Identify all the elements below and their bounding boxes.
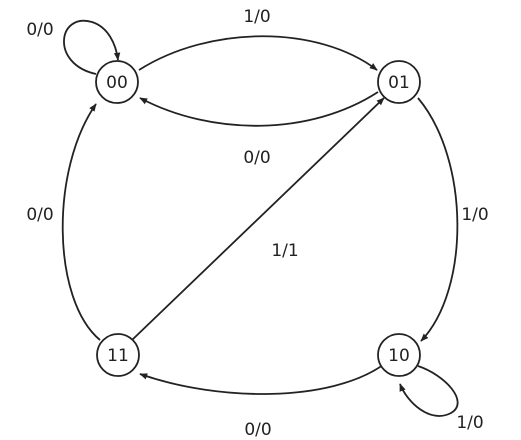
edge-10-to-11 (139, 364, 384, 395)
state-00-circle (95, 60, 139, 104)
edge-10-self-loop (399, 365, 459, 417)
state-10-circle (377, 333, 421, 377)
edge-01-to-00-label: 0/0 (243, 148, 270, 168)
edge-01-to-10 (417, 97, 459, 342)
state-00-label: 00 (106, 73, 128, 93)
state-11-circle (96, 333, 140, 377)
edge-00-to-01 (138, 35, 378, 71)
state-00: 00 (95, 60, 139, 104)
state-11-label: 11 (107, 346, 129, 366)
edge-11-to-00 (61, 103, 101, 341)
edge-11-to-01 (131, 97, 385, 341)
edge-11-to-01-label: 1/1 (271, 241, 298, 261)
edge-01-to-10-label: 1/0 (461, 205, 488, 225)
state-10-label: 10 (388, 346, 410, 366)
edge-10-self-loop-label: 1/0 (456, 413, 483, 433)
edge-00-self-loop-label: 0/0 (26, 20, 53, 40)
edge-00-to-01-label: 1/0 (243, 7, 270, 27)
state-01: 01 (377, 60, 421, 104)
edge-11-to-00-label: 0/0 (26, 205, 53, 225)
edge-10-to-11-label: 0/0 (244, 420, 271, 440)
state-11: 11 (96, 333, 140, 377)
edge-00-self-loop (63, 19, 121, 75)
edge-01-to-00 (139, 91, 379, 127)
state-01-label: 01 (388, 73, 410, 93)
state-01-circle (377, 60, 421, 104)
state-10: 10 (377, 333, 421, 377)
